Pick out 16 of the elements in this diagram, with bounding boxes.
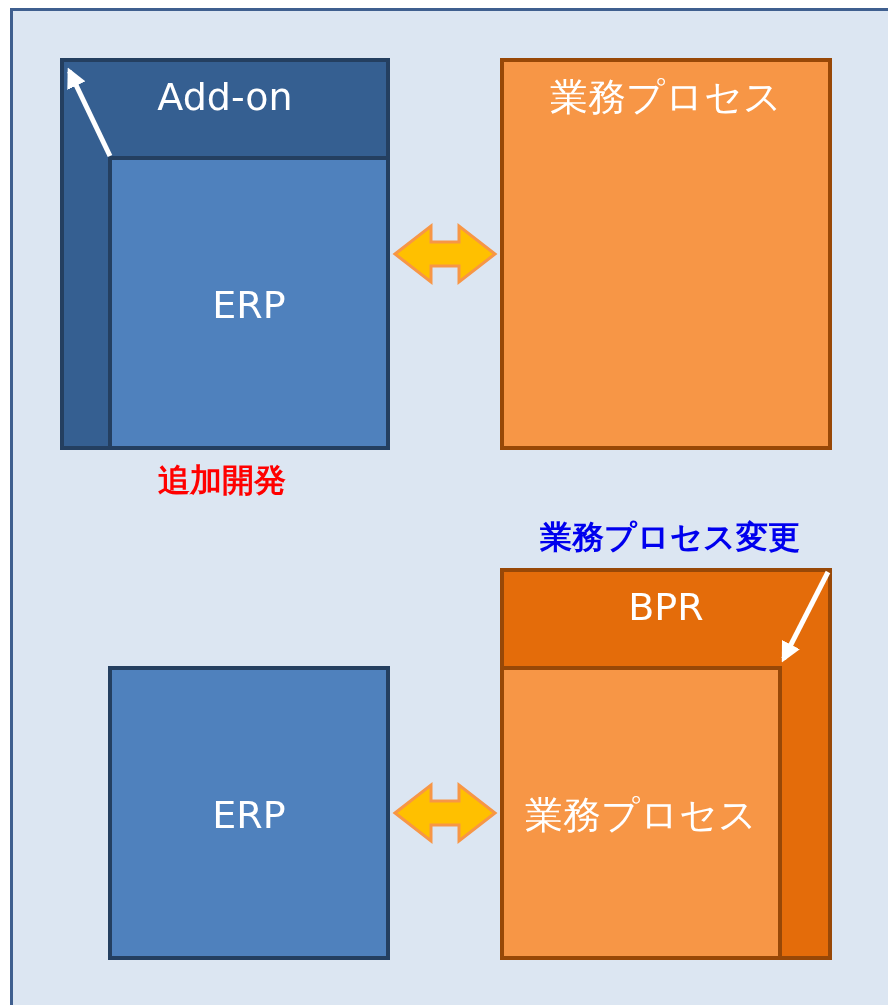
erp-box [108,666,390,960]
double-arrow [392,222,498,286]
box-label: ERP [211,282,287,329]
process-box [500,58,832,450]
box-label: BPR [627,584,705,631]
box-label: 業務プロセス [549,74,783,121]
double-arrow [392,781,498,845]
box-label: 業務プロセス [524,792,758,839]
arrow [781,570,831,663]
bpr-box [500,568,832,960]
label: 追加開発 [157,460,287,501]
box-label: ERP [211,792,287,839]
label: 業務プロセス変更 [539,517,801,558]
box-label: Add-on [156,74,294,121]
arrow [67,67,113,158]
add-on-box [60,58,390,450]
